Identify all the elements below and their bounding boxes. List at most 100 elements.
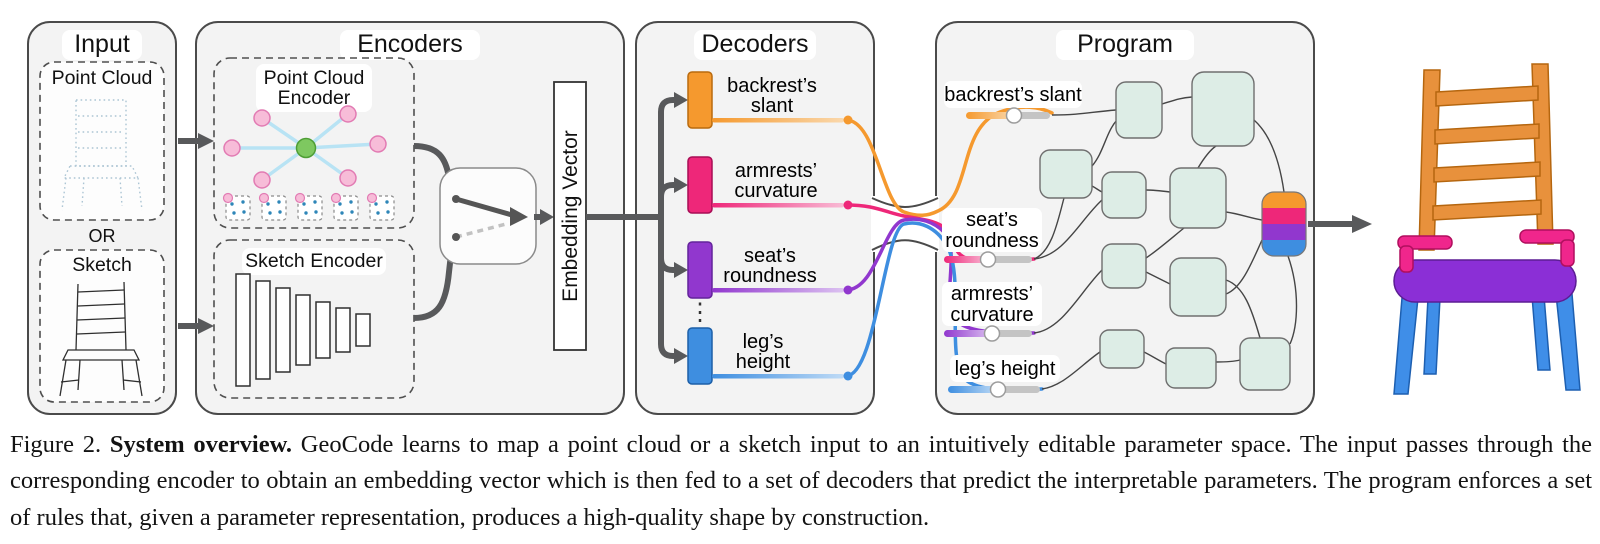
slider-knob xyxy=(979,251,997,268)
figure-2-diagram: Input Encoders Decoders Program Point Cl… xyxy=(27,21,1581,415)
slider-track-empty xyxy=(992,330,1032,337)
point-cloud-encoder-label-1: Point Cloud xyxy=(264,67,365,89)
decoder-label-seat-2: roundness xyxy=(723,265,816,287)
slider-track-filled xyxy=(944,330,992,337)
sketch-encoder-tab xyxy=(242,248,386,275)
point-subset-dice-icons xyxy=(222,192,395,221)
slider-track-filled xyxy=(948,386,998,393)
decoders-title-tab xyxy=(694,30,816,60)
slider-track-filled xyxy=(944,256,988,263)
slider-label-tab xyxy=(950,355,1060,382)
encoder-selector-switch-icon xyxy=(439,167,537,265)
sketch-encoder-label: Sketch Encoder xyxy=(245,250,383,272)
program-node xyxy=(1191,71,1255,147)
caption-title: System overview. xyxy=(109,431,293,458)
slider-track-empty xyxy=(988,256,1032,263)
or-label: OR xyxy=(89,226,116,246)
slider-knob xyxy=(983,325,1001,342)
program-graph-nodes xyxy=(1039,71,1291,391)
program-node xyxy=(1101,171,1147,219)
decoders-panel-title: Decoders xyxy=(702,30,809,58)
program-panel-title: Program xyxy=(1077,30,1173,58)
decoder-label-legs-1: leg’s xyxy=(743,331,784,353)
graph-neighborhood-icon xyxy=(223,105,387,189)
cnn-layers-icon xyxy=(235,273,371,387)
decoder-output-line xyxy=(712,118,844,123)
arrow-program-to-output xyxy=(1308,215,1372,233)
slider-label-legs: leg’s height xyxy=(955,358,1056,380)
input-panel-title: Input xyxy=(74,30,130,58)
program-node xyxy=(1099,329,1145,369)
decoder-backrest-slant: backrest’s slant xyxy=(687,71,853,129)
program-node xyxy=(1115,81,1163,139)
program-node xyxy=(1169,257,1227,317)
caption-figure-label: Figure 2. xyxy=(10,431,102,458)
slider-label-armrests-2: curvature xyxy=(950,304,1033,326)
chair-seat xyxy=(1393,259,1577,303)
decoder-label-backrest-1: backrest’s xyxy=(727,75,817,97)
point-cloud-thumbnail xyxy=(61,99,143,211)
decoder-label-backrest-2: slant xyxy=(751,95,794,117)
point-cloud-encoder-tab xyxy=(256,64,372,112)
decoder-label-armrests-1: armrests’ xyxy=(735,160,817,182)
slider-label-seat-2: roundness xyxy=(945,230,1038,252)
chair-legs xyxy=(1393,293,1581,395)
decoder-label-seat-1: seat’s xyxy=(744,245,796,267)
output-chair-render xyxy=(1393,63,1581,395)
arrow-switch-to-embedding xyxy=(534,209,554,225)
decoder-label-armrests-2: curvature xyxy=(734,180,817,202)
decoder-box-armrests xyxy=(687,156,713,214)
decoder-box-seat xyxy=(687,241,713,299)
embedding-vector-label: Embedding Vector xyxy=(559,130,582,302)
slider-knob xyxy=(989,381,1007,398)
chair-armrests xyxy=(1397,229,1575,273)
decoder-output-line xyxy=(712,374,844,379)
combined-parameters-node xyxy=(1261,191,1307,257)
decoder-label-legs-2: height xyxy=(736,351,791,373)
slider-leg-height: leg’s height xyxy=(948,355,1060,398)
slider-label-armrests-1: armrests’ xyxy=(951,283,1033,305)
decoders-ellipsis: ⋮ xyxy=(688,299,712,326)
caption-body: GeoCode learns to map a point cloud or a… xyxy=(10,431,1592,531)
decoder-seat-roundness: seat’s roundness xyxy=(687,241,853,299)
slider-knob xyxy=(1005,107,1023,124)
slider-seat-roundness: seat’s roundness xyxy=(942,208,1042,268)
program-node xyxy=(1165,347,1217,389)
sketch-thumbnail xyxy=(59,281,143,397)
input-title-tab xyxy=(62,30,142,60)
program-node xyxy=(1101,243,1147,289)
slider-label-tab xyxy=(944,81,1082,108)
arrow-sketch-to-encoder xyxy=(178,318,214,334)
slider-track-empty xyxy=(1014,112,1050,119)
chair-backrest xyxy=(1418,63,1554,251)
decoder-output-line xyxy=(712,203,844,208)
embedding-vector-box xyxy=(553,81,587,351)
sketch-label: Sketch xyxy=(72,254,132,276)
curve-backrest xyxy=(844,105,1054,217)
figure-caption: Figure 2. System overview. GeoCode learn… xyxy=(10,427,1592,536)
program-node xyxy=(1169,167,1227,229)
slider-track-empty xyxy=(998,386,1040,393)
arrow-pointcloud-to-encoder xyxy=(178,133,214,149)
program-node xyxy=(1039,149,1093,199)
arrow-embedding-to-decoders xyxy=(586,92,688,364)
slider-label-tab xyxy=(942,208,1042,252)
point-cloud-input-box xyxy=(39,61,165,221)
point-cloud-label: Point Cloud xyxy=(52,67,153,89)
encoders-panel-title: Encoders xyxy=(357,30,463,58)
slider-armrests-curvature: armrests’ curvature xyxy=(942,282,1042,342)
point-cloud-encoder-label-2: Encoder xyxy=(278,87,351,109)
slider-label-backrest: backrest’s slant xyxy=(944,84,1082,106)
decoder-output-line xyxy=(712,288,844,293)
program-node xyxy=(1239,337,1291,391)
decoder-box-legs xyxy=(687,327,713,385)
slider-backrest-slant: backrest’s slant xyxy=(944,81,1082,124)
decoder-box-backrest xyxy=(687,71,713,129)
slider-track-filled xyxy=(966,112,1014,119)
decoder-armrests-curvature: armrests’ curvature xyxy=(687,156,853,214)
slider-label-tab xyxy=(942,282,1042,326)
program-graph-wires xyxy=(1033,96,1298,390)
program-title-tab xyxy=(1056,30,1194,60)
point-cloud-encoder-box xyxy=(213,57,415,229)
